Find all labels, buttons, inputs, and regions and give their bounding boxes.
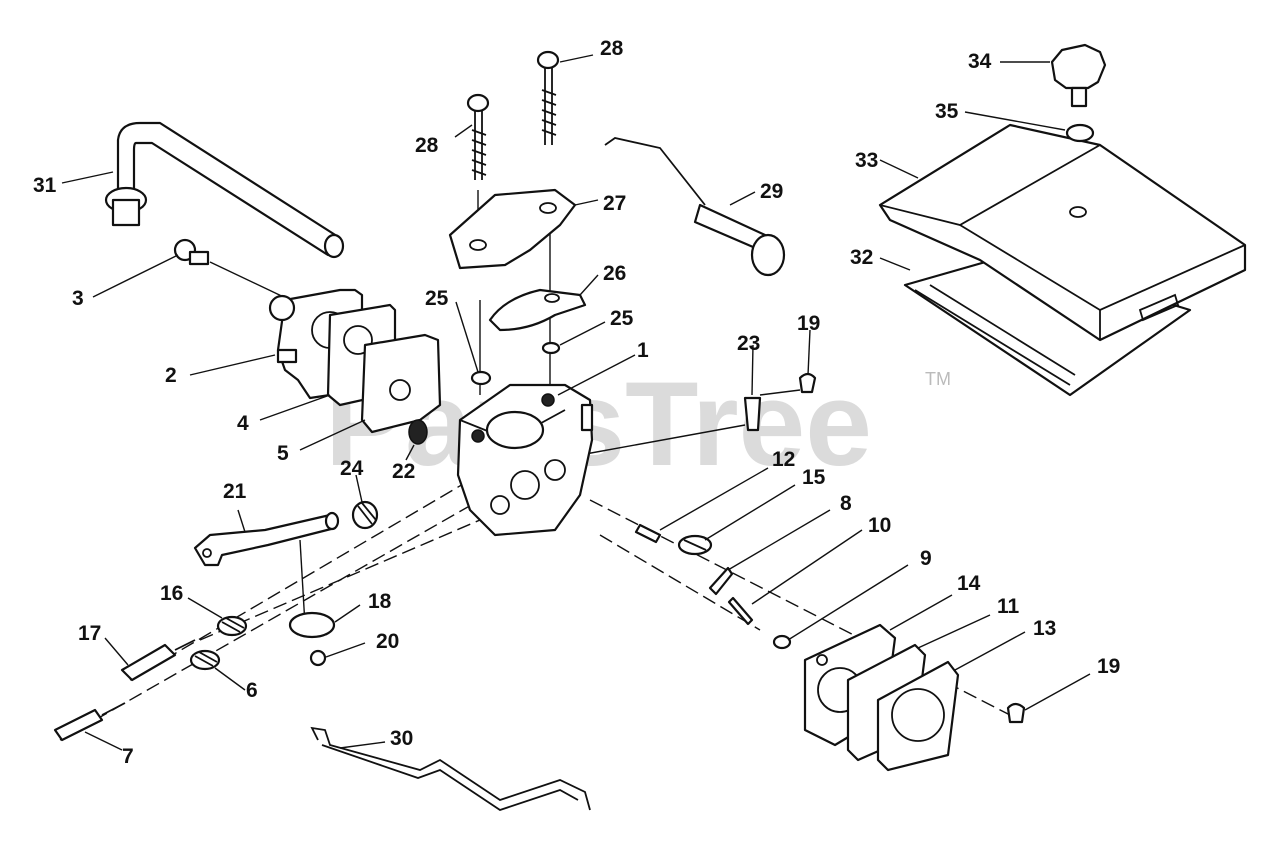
part-16-spring: [216, 615, 248, 637]
part-27-bracket: [448, 188, 577, 270]
callout-31: 31: [33, 174, 57, 197]
callout-19: 19: [797, 312, 820, 335]
callout-19: 19: [1097, 655, 1120, 678]
part-6-spring: [189, 649, 221, 671]
part-23-clip: [743, 396, 762, 432]
callout-22: 22: [392, 460, 415, 483]
part-19-screw-bottom: [1006, 702, 1026, 724]
callout-21: 21: [223, 480, 247, 503]
callout-labels: 28 28 27 29 26 25 25 1 23 19 31 3 2 4 5 …: [33, 37, 1120, 768]
part-17-needle: [120, 639, 196, 682]
part-33-air-filter-cover: [878, 123, 1247, 342]
part-3-fitting: [173, 238, 291, 301]
part-24-spring: [351, 500, 379, 530]
callout-5: 5: [277, 442, 289, 465]
callout-12: 12: [772, 448, 795, 471]
callout-32: 32: [850, 246, 873, 269]
callout-3: 3: [72, 287, 84, 310]
callout-7: 7: [122, 745, 134, 768]
callout-18: 18: [368, 590, 392, 613]
callout-23: 23: [737, 332, 760, 355]
part-7-needle: [53, 702, 126, 742]
callout-leaders: [61, 54, 1091, 751]
part-18-throttle-plate: [288, 611, 336, 639]
part-21-throttle-shaft: [193, 511, 340, 567]
callout-28: 28: [600, 37, 624, 60]
part-25-washers: [470, 341, 561, 386]
part-22-screen: [408, 419, 428, 445]
callout-1: 1: [637, 339, 649, 362]
callout-24: 24: [340, 457, 364, 480]
callout-15: 15: [802, 466, 826, 489]
part-35-washer: [1065, 123, 1095, 143]
callout-6: 6: [246, 679, 258, 702]
part-5-gasket: [360, 333, 442, 434]
callout-35: 35: [935, 100, 959, 123]
part-15-spring: [677, 534, 713, 556]
part-34-knob: [1050, 43, 1107, 108]
part-9-screw: [772, 634, 792, 650]
part-20-screw: [309, 649, 327, 667]
callout-26: 26: [603, 262, 626, 285]
part-29-choke-knob: [604, 137, 786, 277]
part-1-carburetor-body: [456, 383, 594, 537]
watermark-trademark: TM: [925, 369, 951, 389]
callout-17: 17: [78, 622, 101, 645]
part-10-pin: [727, 596, 754, 626]
callout-11: 11: [997, 595, 1020, 618]
callout-14: 14: [957, 572, 981, 595]
part-26-lever-plate: [488, 288, 587, 332]
part-19-screw-top: [759, 372, 817, 396]
callout-30: 30: [390, 727, 413, 750]
callout-25: 25: [610, 307, 634, 330]
callout-29: 29: [760, 180, 783, 203]
callout-13: 13: [1033, 617, 1056, 640]
part-12-pin: [634, 523, 662, 544]
part-8-lever: [708, 566, 734, 596]
callout-4: 4: [237, 412, 249, 435]
part-30-rod: [310, 726, 591, 811]
callout-16: 16: [160, 582, 183, 605]
callout-34: 34: [968, 50, 992, 73]
callout-10: 10: [868, 514, 891, 537]
callout-9: 9: [920, 547, 932, 570]
callout-28: 28: [415, 134, 439, 157]
callout-2: 2: [165, 364, 177, 387]
part-13-metering-cover: [876, 660, 960, 772]
callout-8: 8: [840, 492, 852, 515]
part-31-fuel-tube: [104, 121, 345, 259]
callout-25: 25: [425, 287, 449, 310]
callout-27: 27: [603, 192, 626, 215]
callout-33: 33: [855, 149, 878, 172]
callout-20: 20: [376, 630, 399, 653]
part-28-screws: [466, 50, 560, 180]
